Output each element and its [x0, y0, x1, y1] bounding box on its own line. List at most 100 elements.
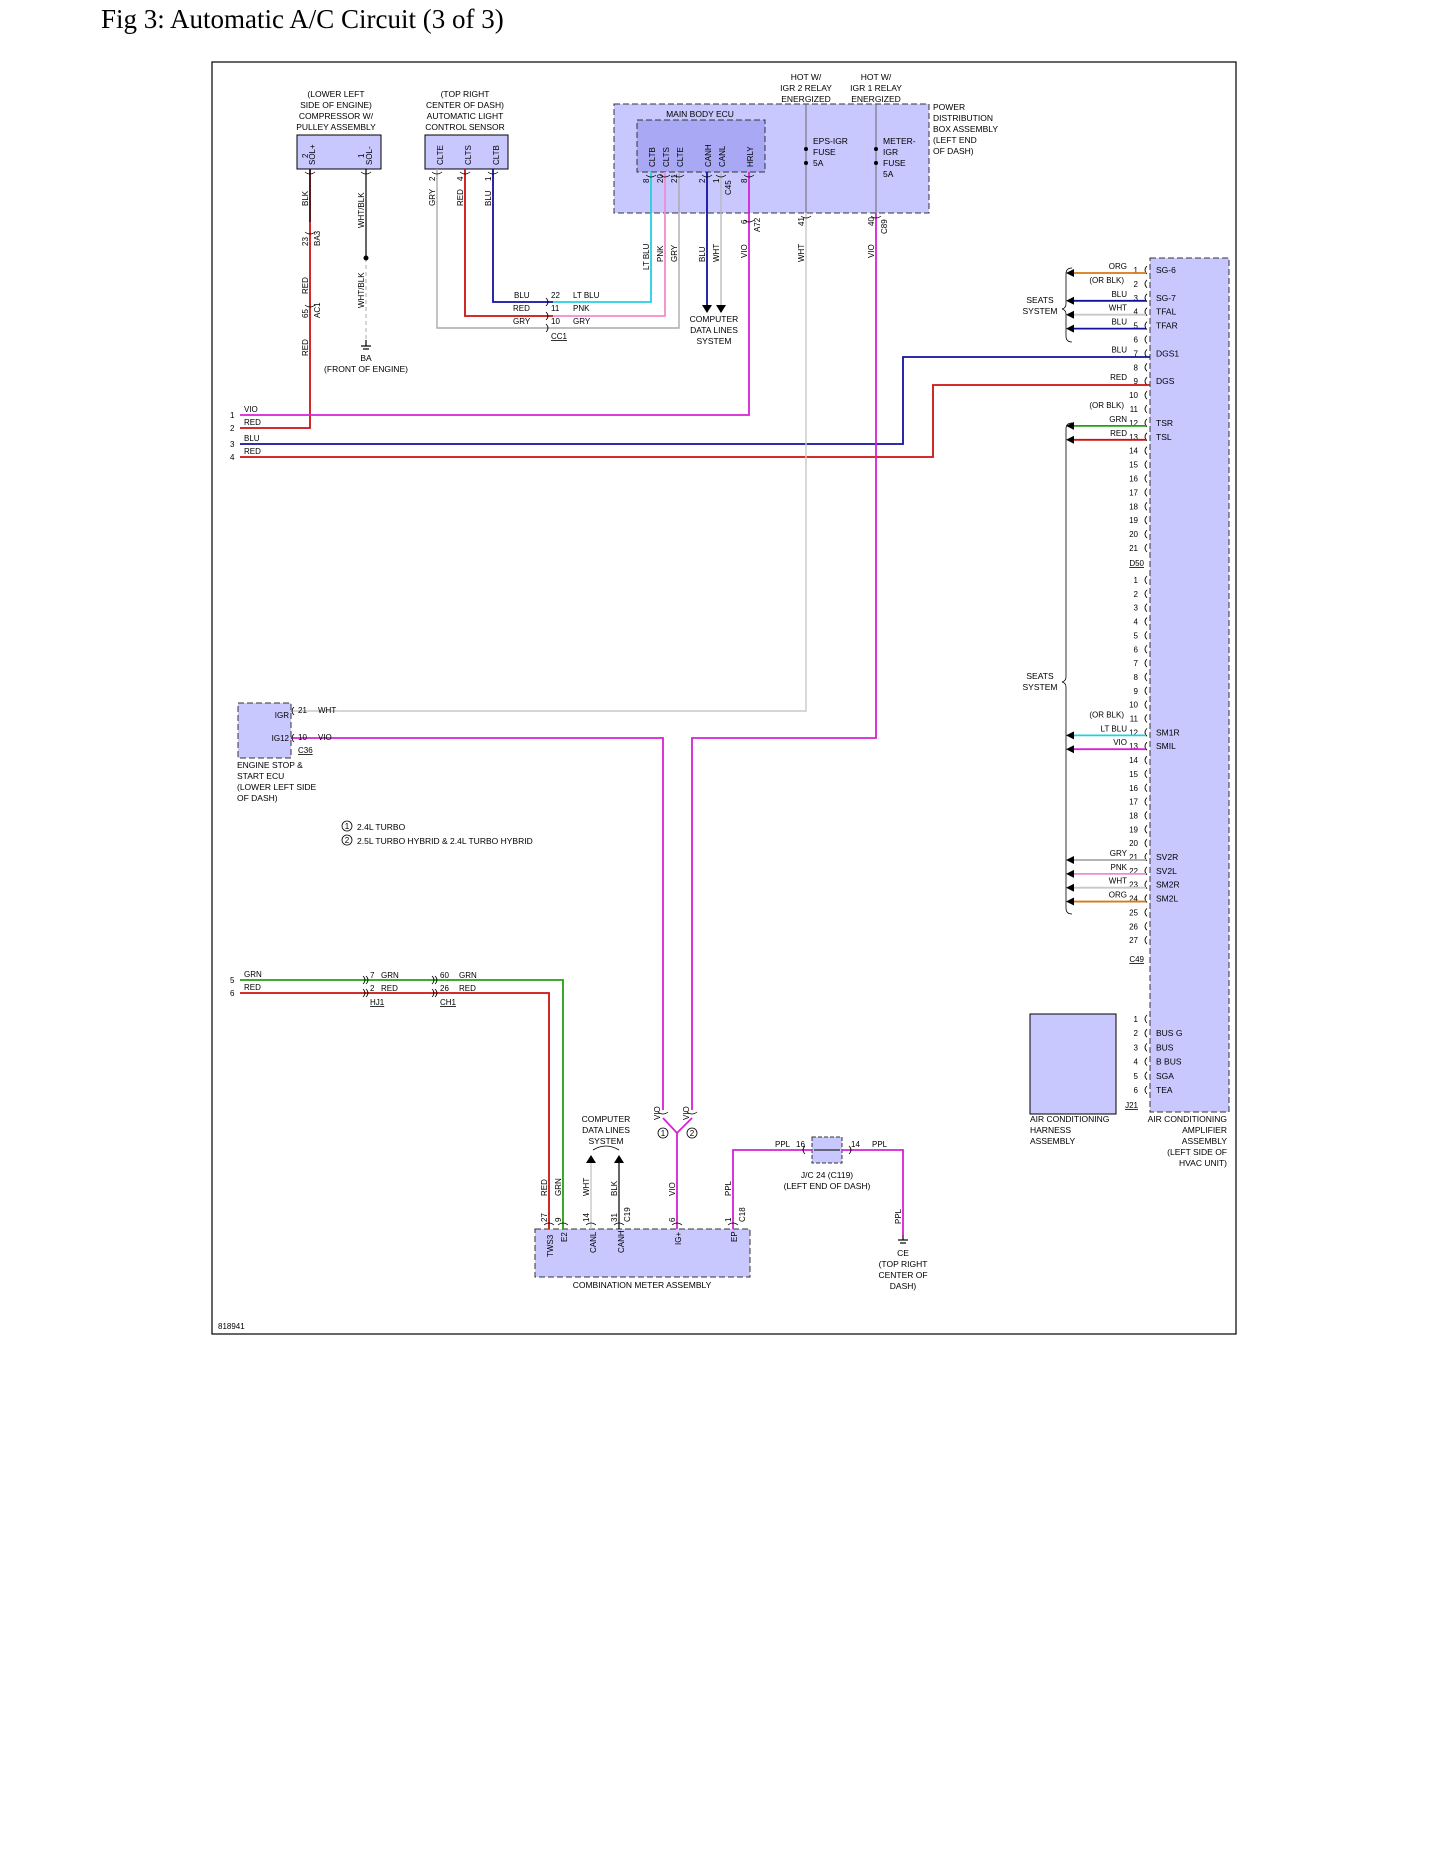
main-body-ecu-outline [636, 119, 766, 173]
j21-name-2: BUS G [1156, 1028, 1182, 1038]
d50-cup-20 [1144, 529, 1148, 539]
hot-igr2-line2: IGR 2 RELAY [780, 83, 832, 93]
pin-ecu-clte: CLTE [676, 147, 685, 167]
c49-pin-10: 10 [1129, 701, 1138, 710]
d50-color-7: BLU [1111, 345, 1127, 354]
tag-ce-ppl: PPL [894, 1208, 903, 1224]
eps-fuse-label3: 5A [813, 158, 824, 168]
d50-cup-9 [1144, 376, 1148, 386]
pin-num-ecu-hrly: 8 [740, 178, 749, 183]
tag-cc1-red: RED [513, 304, 530, 313]
c49-pin-2: 2 [1134, 590, 1139, 599]
d50-arrow-3 [1066, 296, 1074, 305]
d50-name-4: TFAL [1156, 307, 1177, 317]
d50-pin-18: 18 [1129, 502, 1138, 511]
pin-sol-minus: SOL- [365, 146, 374, 165]
tag-combo-red: RED [540, 1179, 549, 1196]
cdl-bottom-line1: COMPUTER [582, 1114, 631, 1124]
conn-cc1: CC1 [551, 332, 568, 341]
c49-pin-14: 14 [1129, 756, 1138, 765]
c49-cup-21 [1144, 852, 1148, 862]
pin-num-ecu-canh: 2 [698, 178, 707, 183]
c49-name-23: SM2R [1156, 880, 1180, 890]
wire-ig12 [291, 737, 664, 1110]
wire-left-6-red [240, 992, 550, 1229]
ac-amp-label1: AIR CONDITIONING [1148, 1114, 1227, 1124]
d50-cup-15 [1144, 460, 1148, 469]
j21-pin-3: 3 [1134, 1043, 1139, 1052]
wire-ig-plus [662, 1117, 693, 1229]
d50-pin-21: 21 [1129, 544, 1138, 553]
d50-name-1: SG-6 [1156, 265, 1176, 275]
d50-color-12: GRN [1109, 415, 1127, 424]
hot-igr1-label: HOT W/ IGR 1 RELAY ENERGIZED [850, 72, 902, 104]
left-wire-num-1: 1 [230, 411, 235, 420]
tag-wht-blk-2: WHT/BLK [357, 272, 366, 308]
variant-circle-1-num: 1 [661, 1129, 666, 1138]
top-connector-cups [304, 171, 499, 175]
cc1-cups [545, 297, 549, 333]
d50-arrow-12 [1066, 421, 1074, 430]
d50-name-9: DGS [1156, 376, 1175, 386]
c49-cup-27 [1144, 935, 1148, 945]
wire-compressor-sol-plus [240, 169, 311, 429]
d50-pin-6: 6 [1134, 336, 1139, 345]
c49-pin-18: 18 [1129, 811, 1138, 820]
d50-pin-2: 2 [1134, 280, 1139, 289]
d50-cup-3 [1144, 293, 1148, 303]
tag-sensor-gry: GRY [428, 188, 437, 206]
engine-ecu-label3: (LOWER LEFT SIDE [237, 782, 317, 792]
c49-arrow-13 [1066, 745, 1074, 754]
c49-arrow-23 [1066, 883, 1074, 892]
d50-cup-13 [1144, 432, 1148, 442]
c49-name-21: SV2R [1156, 852, 1178, 862]
pin-num-hj1-7: 7 [370, 971, 375, 980]
pin-ecu-hrly: HRLY [746, 146, 755, 167]
tag-ecu-pnk: PNK [656, 245, 665, 262]
d50-color-11: (OR BLK) [1089, 401, 1124, 410]
d50-cup-21 [1144, 543, 1148, 553]
c49-pin-9: 9 [1134, 687, 1139, 696]
pin-clte: CLTE [436, 145, 445, 165]
left-wire-num-4: 4 [230, 453, 235, 462]
c49-cup-12 [1144, 728, 1148, 737]
c49-pin-17: 17 [1129, 798, 1138, 807]
pin-sol-plus: SOL+ [308, 144, 317, 165]
combination-meter: TWS3 E2 CANL CANH IG+ EP COMBINATION MET… [534, 1228, 751, 1290]
compressor-connector-box [296, 134, 382, 170]
tag-ch1-grn: GRN [459, 971, 477, 980]
seats-system-top-2: SYSTEM [1023, 306, 1058, 316]
seats-brace-top [1061, 267, 1073, 343]
c49-name-22: SV2L [1156, 866, 1177, 876]
ba-ground-label: BA [360, 353, 372, 363]
wire-left-4-red [240, 384, 1150, 458]
seats-system-bottom-1: SEATS [1026, 671, 1054, 681]
conn-ch1: CH1 [440, 998, 457, 1007]
pin-num-hj1-2: 2 [370, 984, 375, 993]
ac-amp-label4: (LEFT SIDE OF [1167, 1147, 1227, 1157]
c49-pin-23: 23 [1129, 881, 1138, 890]
d50-pin-19: 19 [1129, 516, 1138, 525]
pin-num-jc-16: 16 [796, 1140, 805, 1149]
combo-cups [543, 1222, 739, 1226]
pin-num-igr: 21 [298, 706, 307, 715]
c49-pin-15: 15 [1129, 770, 1138, 779]
d50-cup-6 [1144, 335, 1148, 344]
cdl-top-line1: COMPUTER [690, 314, 739, 324]
d50-pin-11: 11 [1130, 405, 1139, 414]
d50-pin-9: 9 [1134, 377, 1139, 386]
d50-pin-4: 4 [1134, 308, 1139, 317]
tag-var2-vio: VIO [682, 1106, 691, 1120]
ac-harness-assembly: AIR CONDITIONING HARNESS ASSEMBLY [1029, 1013, 1117, 1146]
c49-cup-13 [1144, 741, 1148, 751]
cdl-bottom-line3: SYSTEM [589, 1136, 624, 1146]
variant-circle-2-num: 2 [690, 1129, 695, 1138]
arrow-combo-canh-up [614, 1155, 624, 1163]
pin-num-sol-plus: 2 [301, 153, 310, 158]
c49-color-12: LT BLU [1101, 724, 1128, 733]
d50-cup-2 [1144, 279, 1148, 289]
c49-pin-21: 21 [1129, 853, 1138, 862]
cdl-bottom-brace [592, 1145, 620, 1151]
j21-name-6: TEA [1156, 1085, 1173, 1095]
